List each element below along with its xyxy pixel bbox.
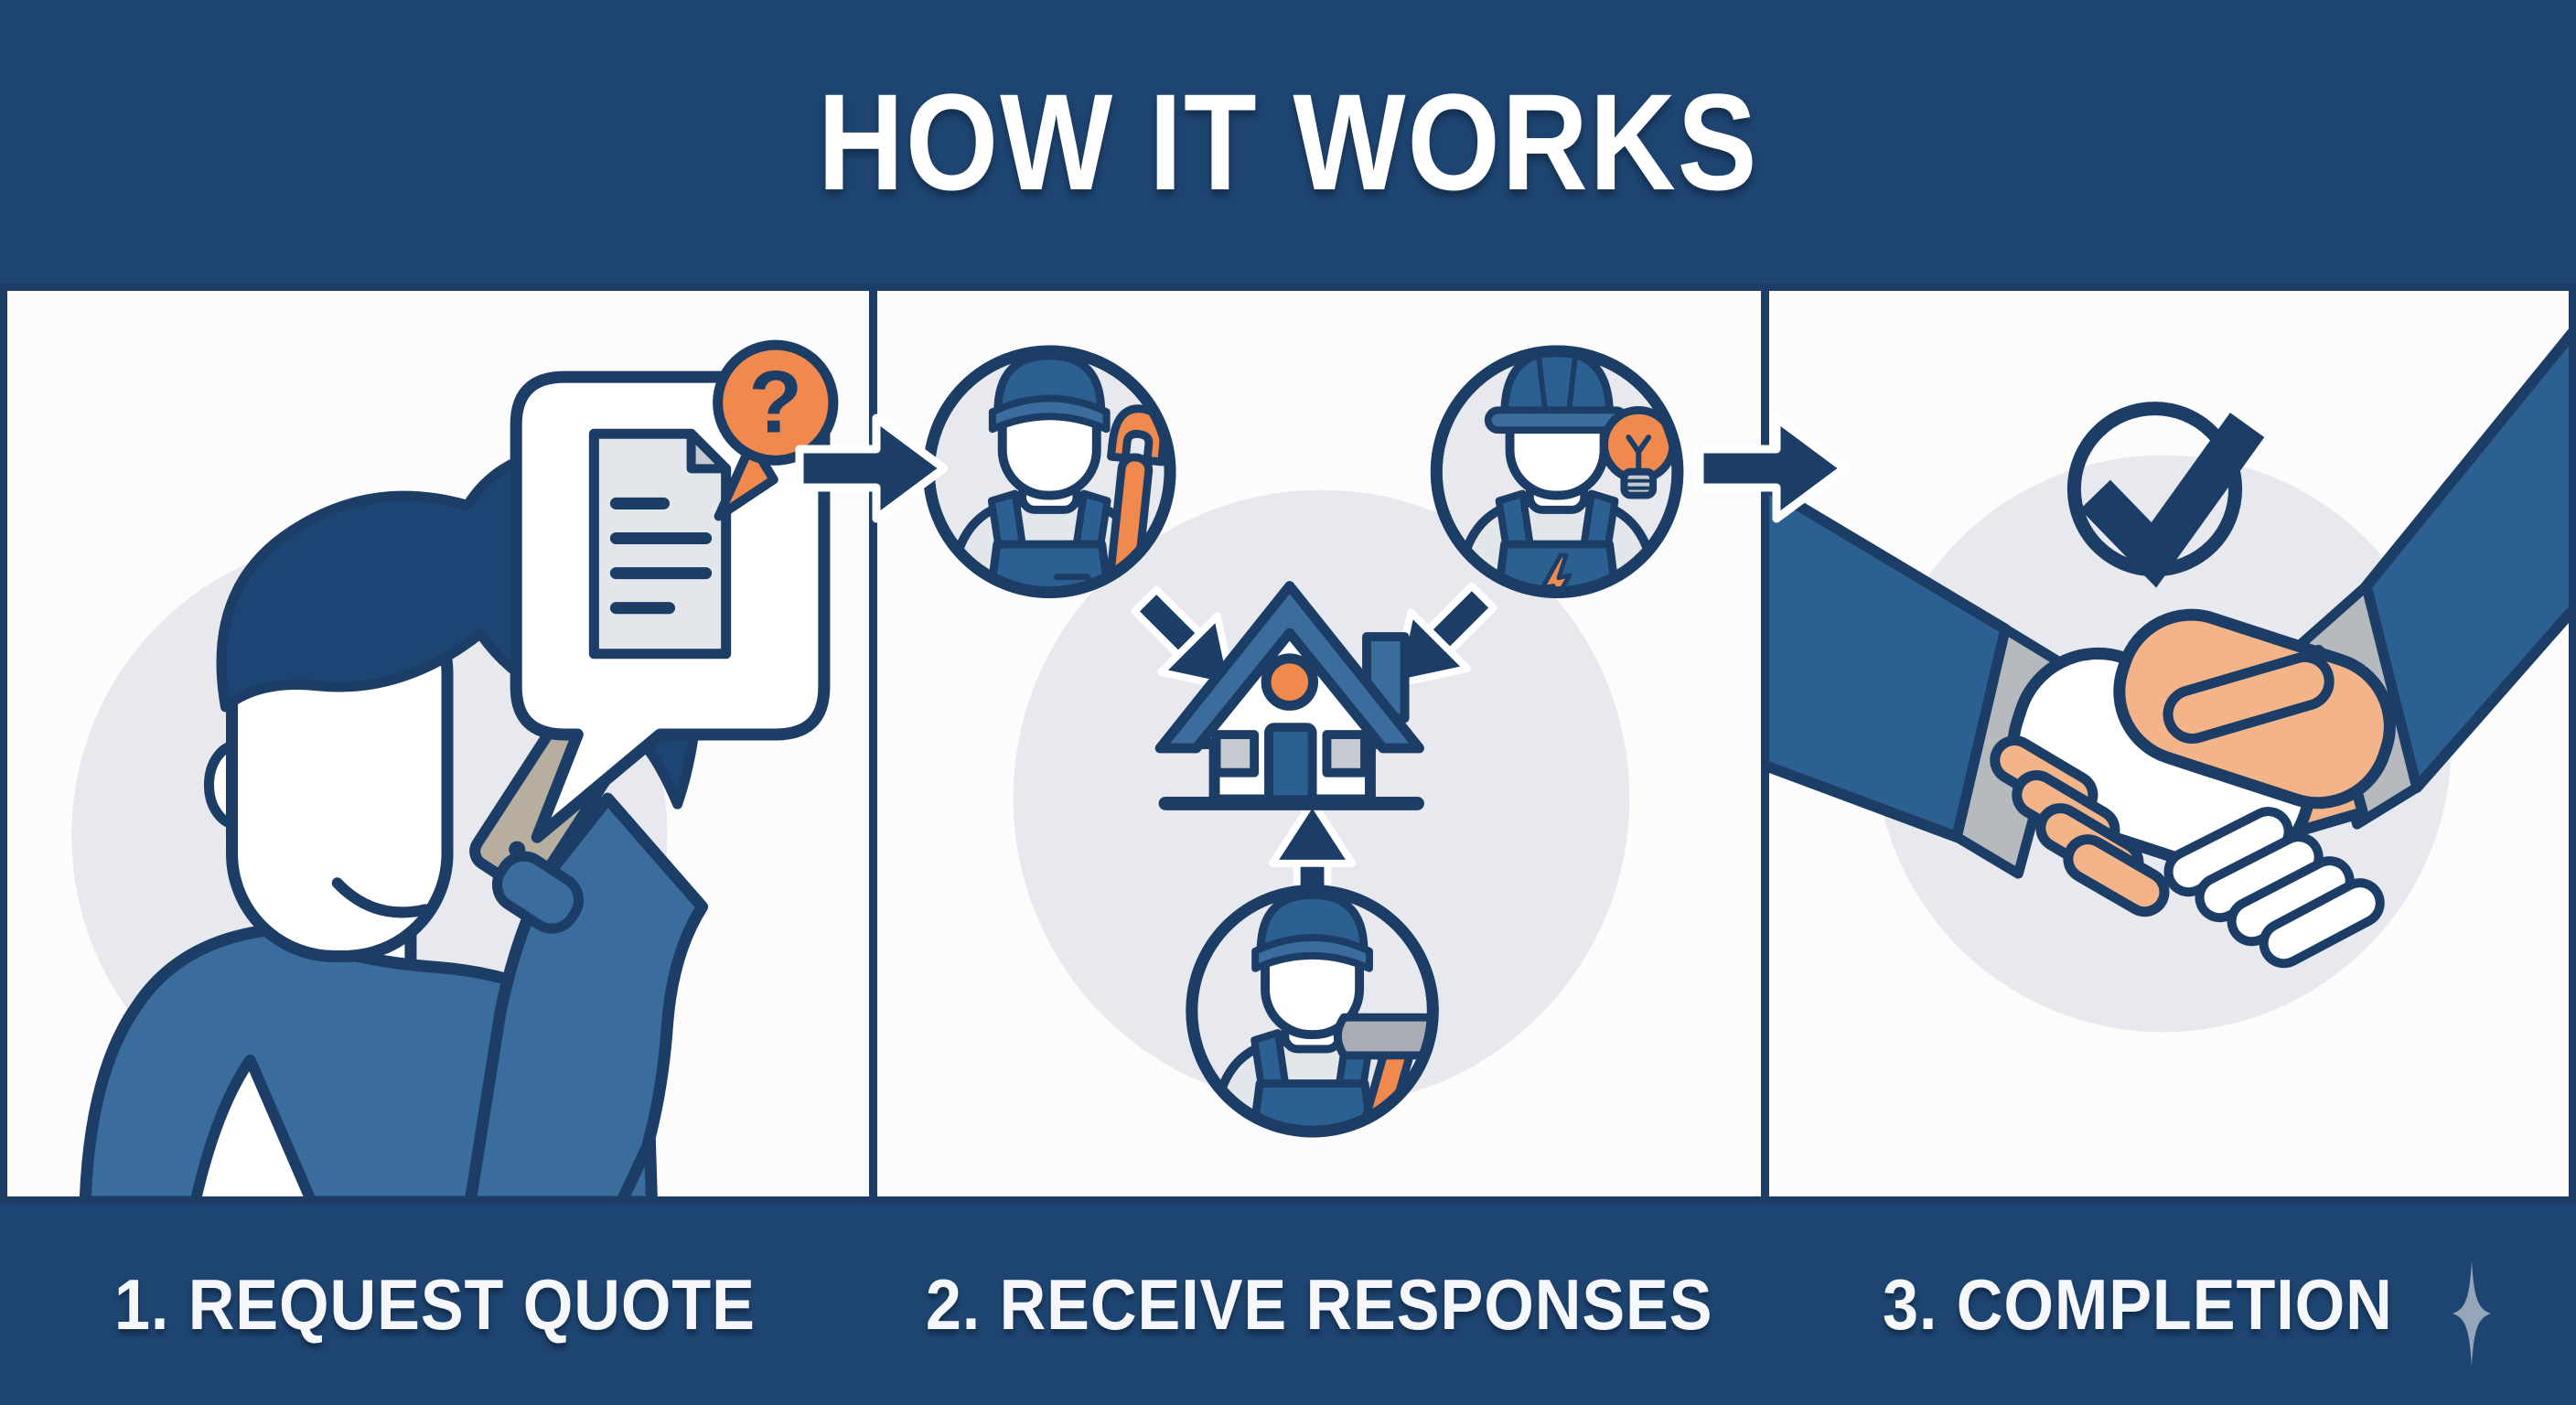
step-2-label: 2. RECEIVE RESPONSES [925, 1263, 1713, 1345]
step1-to-step2-arrow-icon [795, 413, 949, 523]
arm-gap [190, 1054, 316, 1196]
window-left [1211, 730, 1260, 778]
lightning-bolt-icon [1540, 552, 1572, 587]
round-window [1261, 653, 1319, 711]
steps-panels: ? [0, 284, 2576, 1204]
checkmark-circle-icon [2066, 402, 2265, 588]
raised-arm [465, 792, 709, 1196]
window-right [1322, 730, 1369, 778]
door [1264, 723, 1317, 805]
handshake-icon [1769, 328, 2569, 969]
lightbulb-icon [1600, 405, 1672, 499]
request-quote-illustration: ? [71, 339, 839, 1196]
step2-to-step3-arrow-icon [1695, 413, 1849, 523]
right-hand-fingers [2073, 844, 2160, 907]
document-icon [588, 428, 732, 660]
hard-hat-icon [1484, 356, 1630, 434]
panel-request-quote: ? [7, 291, 869, 1196]
completion-illustration [1769, 328, 2569, 1033]
step-2-caption: 2. RECEIVE RESPONSES [869, 1204, 1769, 1405]
left-hand-fingers [2268, 887, 2376, 960]
step-3-label: 3. COMPLETION [1883, 1263, 2393, 1345]
step-3-caption: 3. COMPLETION [1769, 1204, 2576, 1405]
step-1-label: 1. REQUEST QUOTE [113, 1263, 756, 1345]
panel-receive-responses [869, 291, 1761, 1196]
smile [331, 877, 431, 918]
header: HOW IT WORKS [0, 0, 2576, 284]
carpenter-avatar [1186, 885, 1439, 1138]
panel-completion [1761, 291, 2569, 1196]
question-badge-icon: ? [713, 339, 839, 521]
question-mark: ? [748, 353, 802, 451]
roof [1154, 581, 1424, 754]
page-title: HOW IT WORKS [817, 64, 1759, 219]
sparkle-four-point-star-icon [2453, 1260, 2491, 1367]
plumber-avatar [923, 345, 1176, 598]
step-1-caption: 1. REQUEST QUOTE [0, 1204, 869, 1405]
footer: 1. REQUEST QUOTE 2. RECEIVE RESPONSES 3.… [0, 1204, 2576, 1405]
electrician-avatar [1430, 345, 1684, 598]
quote-request-bubble: ? [510, 339, 839, 843]
receive-responses-illustration [923, 345, 1684, 1138]
house-icon [1154, 581, 1424, 810]
hand-holding-phone [491, 851, 584, 934]
thumb [2173, 661, 2324, 734]
